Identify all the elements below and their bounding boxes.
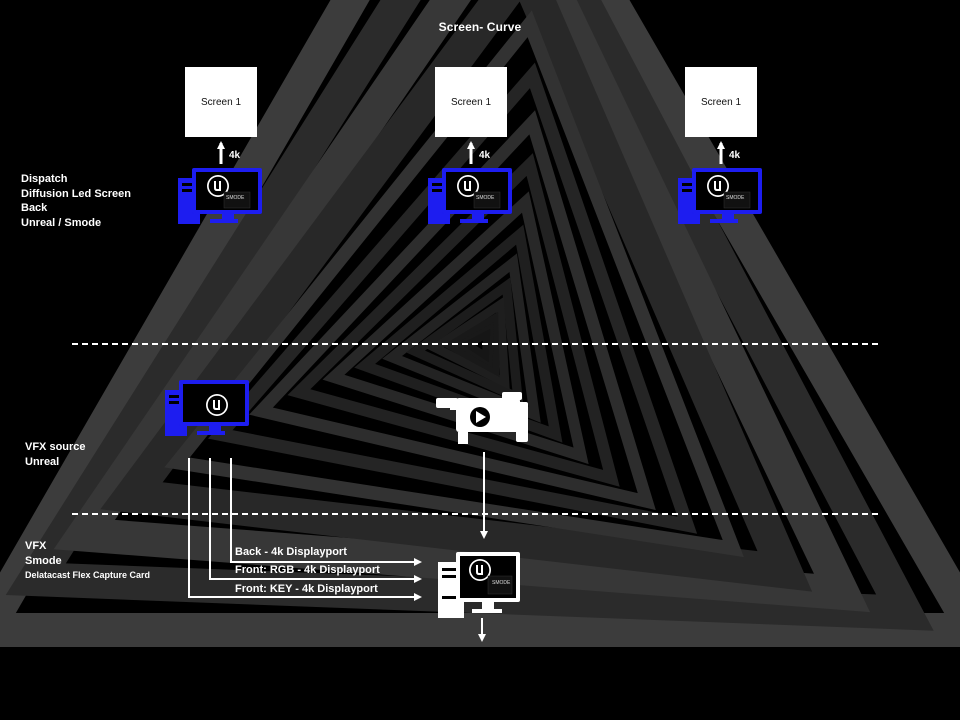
vfx-smode-label: VFX Smode Delatacast Flex Capture Card: [25, 540, 151, 580]
connection-label-front-key: Front: KEY - 4k Displayport: [235, 583, 378, 595]
connection-label-back: Back - 4k Displayport: [235, 546, 347, 558]
tunnel-ring: [100, 0, 813, 592]
tunnel-ring: [208, 62, 698, 534]
tunnel-ring: [382, 253, 541, 423]
smode-badge-vfx: SMODE: [492, 580, 511, 586]
screen-box-2: Screen 1: [435, 67, 507, 137]
resolution-label-3: 4k: [729, 150, 741, 161]
diagram-title: Screen- Curve: [438, 20, 522, 34]
vfx-source-label: VFX source Unreal: [25, 441, 86, 468]
screen-label: Screen 1: [700, 96, 742, 108]
resolution-label-1: 4k: [229, 150, 241, 161]
tunnel-ring: [287, 153, 620, 487]
tunnel-ring: [460, 328, 491, 363]
dispatch-label: Dispatch Diffusion Led Screen Back Unrea…: [21, 173, 132, 229]
smode-badge-2: SMODE: [476, 195, 495, 201]
separator-bottom: [72, 513, 878, 515]
resolution-label-2: 4k: [479, 150, 491, 161]
screen-label: Screen 1: [200, 96, 242, 108]
separator-top: [72, 343, 878, 345]
connection-label-front-rgb: Front: RGB - 4k Displayport: [235, 564, 380, 576]
screen-label: Screen 1: [450, 96, 492, 108]
tunnel-ring: [249, 110, 656, 511]
smode-badge-1: SMODE: [226, 195, 245, 201]
tunnel-ring: [164, 10, 744, 558]
tunnel-ring: [406, 277, 524, 406]
smode-badge-3: SMODE: [726, 195, 745, 201]
screen-box-3: Screen 1: [685, 67, 757, 137]
screen-box-1: Screen 1: [185, 67, 257, 137]
